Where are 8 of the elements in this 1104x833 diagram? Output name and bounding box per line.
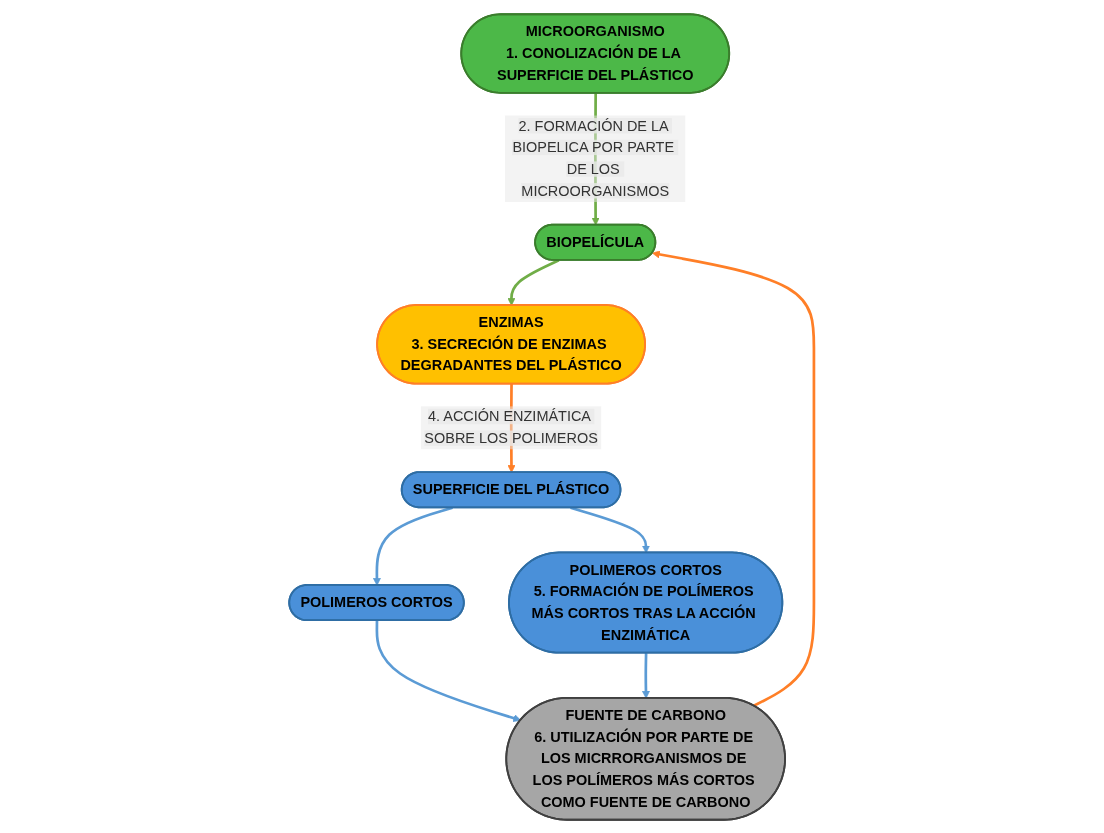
arrow [373,505,454,586]
edge-label: 4. ACCIÓN ENZIMÁTICA SOBRE LOS POLIMEROS [424,408,599,446]
arrow [570,505,651,553]
arrow [652,250,816,707]
edge-label: 2. FORMACIÓN DE LA BIOPELICA POR PARTE DE LOS MICROORGANISMOS [512,117,675,198]
arrow [642,652,651,699]
arrow [507,258,560,306]
arrow [375,620,522,722]
